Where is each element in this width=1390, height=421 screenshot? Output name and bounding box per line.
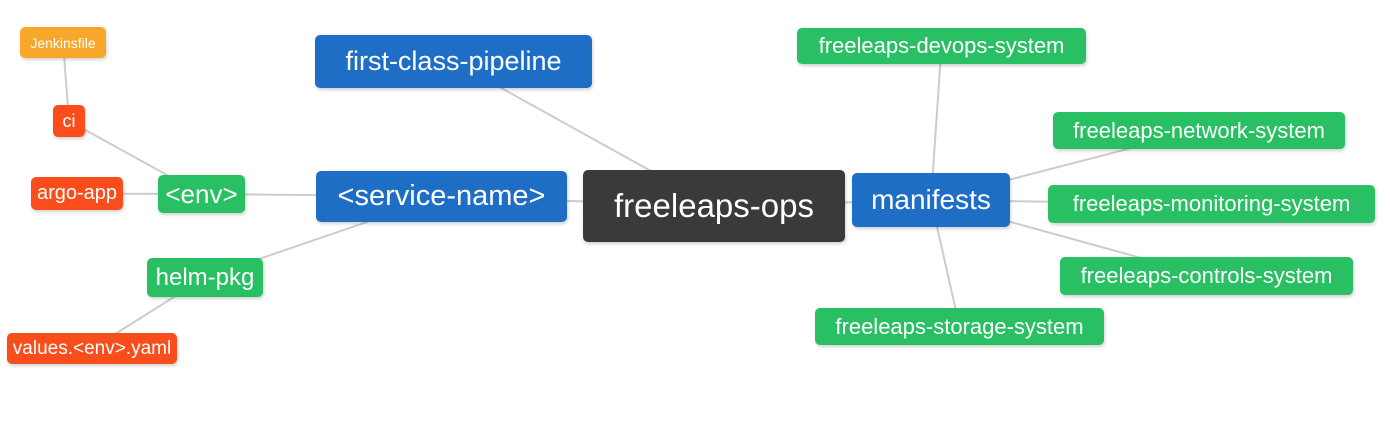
node-freeleaps-ops[interactable]: freeleaps-ops — [583, 170, 845, 242]
node-freeleaps-devops-system[interactable]: freeleaps-devops-system — [797, 28, 1086, 64]
node-freeleaps-monitoring-system[interactable]: freeleaps-monitoring-system — [1048, 185, 1375, 223]
node-manifests[interactable]: manifests — [852, 173, 1010, 227]
node-values-env-yaml[interactable]: values.<env>.yaml — [7, 333, 177, 364]
node-freeleaps-storage-system[interactable]: freeleaps-storage-system — [815, 308, 1104, 345]
node-first-class-pipeline[interactable]: first-class-pipeline — [315, 35, 592, 88]
node-jenkinsfile[interactable]: Jenkinsfile — [20, 27, 106, 58]
node-service-name[interactable]: <service-name> — [316, 171, 567, 222]
node-helm-pkg[interactable]: helm-pkg — [147, 258, 263, 297]
node-ci[interactable]: ci — [53, 105, 85, 137]
node-env[interactable]: <env> — [158, 175, 245, 213]
node-freeleaps-network-system[interactable]: freeleaps-network-system — [1053, 112, 1345, 149]
node-freeleaps-controls-system[interactable]: freeleaps-controls-system — [1060, 257, 1353, 295]
node-argo-app[interactable]: argo-app — [31, 177, 123, 210]
